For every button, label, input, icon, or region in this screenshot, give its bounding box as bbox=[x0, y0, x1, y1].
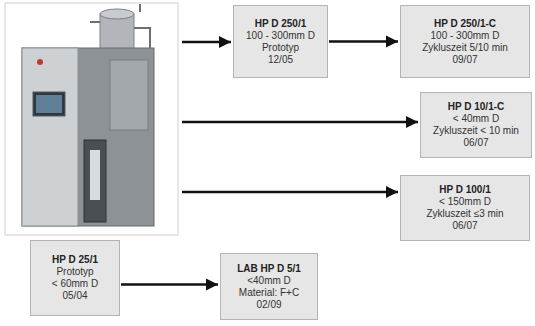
pipes bbox=[90, 4, 150, 48]
flow-arrow bbox=[182, 121, 418, 124]
flow-arrow bbox=[329, 40, 398, 43]
spec-line: 100 - 300mm D bbox=[246, 30, 315, 42]
spec-line: 02/09 bbox=[256, 299, 281, 311]
spec-line: < 60mm D bbox=[52, 278, 98, 290]
spec-line: 05/04 bbox=[62, 290, 87, 302]
flow-arrow bbox=[121, 283, 218, 286]
control-screen bbox=[33, 92, 65, 116]
press-column bbox=[84, 140, 106, 222]
indicator-light bbox=[37, 59, 43, 65]
spec-line: 09/07 bbox=[452, 54, 477, 66]
process-box: HP D 250/1-C100 - 300mm DZykluszeit 5/10… bbox=[400, 5, 530, 78]
cabinet bbox=[22, 48, 154, 226]
side-panel bbox=[110, 60, 148, 130]
model-name: HP D 25/1 bbox=[52, 254, 98, 266]
hot-press-machine bbox=[22, 4, 154, 226]
spec-line: Zykluszeit < 10 min bbox=[433, 125, 519, 137]
model-name: LAB HP D 5/1 bbox=[237, 263, 301, 275]
spec-line: < 40mm D bbox=[453, 113, 499, 125]
spec-line: 06/07 bbox=[463, 137, 488, 149]
spec-line: Material: F+C bbox=[239, 287, 299, 299]
process-box: HP D 25/1Prototyp< 60mm D05/04 bbox=[30, 240, 120, 316]
flow-arrow bbox=[182, 191, 398, 194]
screen-display bbox=[36, 95, 62, 113]
spec-line: Zykluszeit 5/10 min bbox=[422, 42, 508, 54]
spec-line: Zykluszeit ≤3 min bbox=[426, 208, 503, 220]
spec-line: 12/05 bbox=[268, 54, 293, 66]
photo-frame bbox=[5, 3, 178, 235]
model-name: HP D 250/1 bbox=[255, 18, 307, 30]
process-box: HP D 100/1< 150mm DZykluszeit ≤3 min06/0… bbox=[400, 175, 530, 241]
vessel-lid bbox=[100, 9, 134, 19]
model-name: HP D 10/1-C bbox=[448, 101, 505, 113]
process-box: HP D 10/1-C< 40mm DZykluszeit < 10 min06… bbox=[420, 92, 532, 158]
cabinet-door bbox=[22, 48, 78, 226]
spec-line: Prototyp bbox=[56, 266, 93, 278]
spec-line: < 150mm D bbox=[439, 196, 491, 208]
spec-line: Prototyp bbox=[262, 42, 299, 54]
model-name: HP D 100/1 bbox=[439, 184, 491, 196]
flow-arrow bbox=[182, 41, 231, 44]
spec-line: <40mm D bbox=[247, 275, 291, 287]
model-name: HP D 250/1-C bbox=[434, 18, 496, 30]
press-window bbox=[90, 150, 100, 200]
process-box: HP D 250/1100 - 300mm DPrototyp12/05 bbox=[233, 5, 328, 78]
process-box: LAB HP D 5/1<40mm DMaterial: F+C02/09 bbox=[220, 253, 318, 320]
spec-line: 06/07 bbox=[452, 220, 477, 232]
spec-line: 100 - 300mm D bbox=[431, 30, 500, 42]
